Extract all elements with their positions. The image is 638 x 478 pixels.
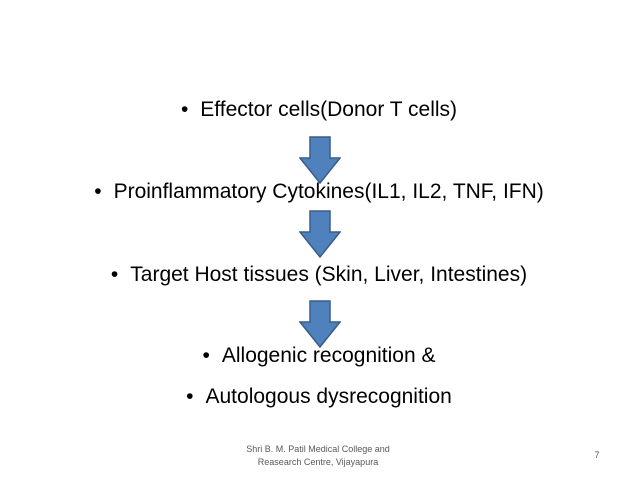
down-arrow-icon — [299, 136, 341, 184]
bullet-dot: • — [110, 263, 119, 286]
bullet-dot: • — [180, 98, 189, 121]
footer-line-2: Reasearch Centre, Vijayapura — [257, 457, 379, 467]
bullet-allogenic-recognition: • Allogenic recognition & — [0, 343, 638, 369]
down-arrow-icon — [299, 210, 341, 258]
footer-institution: Shri B. M. Patil Medical College and Rea… — [218, 443, 418, 469]
bullet-dot: • — [186, 385, 194, 408]
footer-line-1: Shri B. M. Patil Medical College and — [246, 444, 390, 454]
bullet-dot: • — [202, 344, 210, 367]
bullet-dot: • — [94, 180, 102, 203]
bullet-autologous-dysrecognition: • Autologous dysrecognition — [0, 384, 638, 410]
bullet-text: Proinflammatory Cytokines(IL1, IL2, TNF,… — [113, 180, 544, 203]
bullet-proinflammatory-cytokines: • Proinflammatory Cytokines(IL1, IL2, TNF… — [0, 179, 638, 205]
bullet-effector-cells: • Effector cells(Donor T cells) — [0, 97, 638, 123]
bullet-text: Effector cells(Donor T cells) — [200, 98, 458, 121]
bullet-text: Autologous dysrecognition — [205, 385, 452, 408]
bullet-target-host-tissues: • Target Host tissues (Skin, Liver, Intes… — [0, 262, 638, 288]
bullet-text: Target Host tissues (Skin, Liver, Intest… — [130, 263, 528, 286]
bullet-text: Allogenic recognition & — [221, 344, 436, 367]
page-number: 7 — [594, 450, 600, 460]
down-arrow-icon — [299, 300, 341, 348]
